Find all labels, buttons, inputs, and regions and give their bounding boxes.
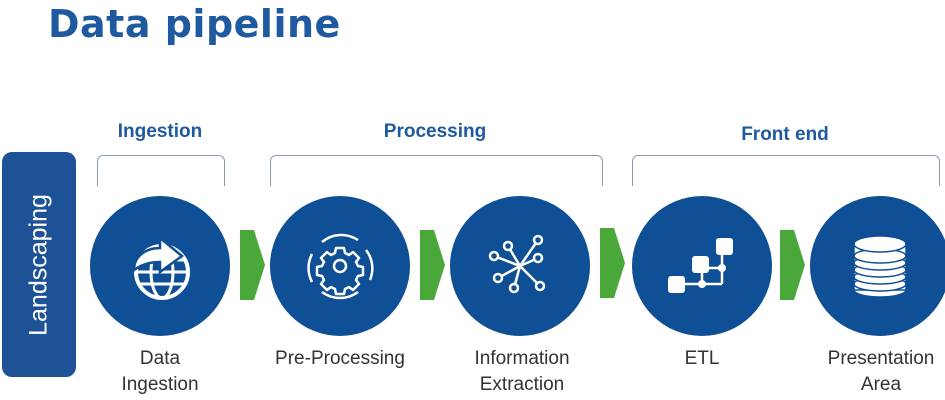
step-circle-information-extraction: [450, 196, 590, 336]
page-title: Data pipeline: [48, 2, 341, 46]
step-label-presentation-area: Presentation Area: [827, 348, 935, 395]
globe-arrow-icon: [132, 235, 190, 300]
landscaping-label: Landscaping: [24, 193, 53, 336]
gear-cycle-icon: [307, 233, 374, 300]
flow-arrow-3: [600, 228, 625, 298]
bracket-front-end: [632, 155, 940, 186]
database-icon: [853, 235, 907, 298]
step-label-data-ingestion: Data Ingestion: [121, 348, 199, 395]
step-label-information-extraction: Information Extraction: [474, 348, 570, 395]
flow-arrow-4: [780, 230, 805, 300]
step-label-pre-processing: Pre-Processing: [275, 348, 405, 369]
group-label-front-end: Front end: [741, 124, 829, 145]
step-circle-presentation-area: [810, 196, 945, 336]
network-nodes-icon: [488, 234, 546, 294]
step-circle-etl: [632, 196, 772, 336]
landscaping-sidebar: Landscaping: [2, 152, 76, 377]
step-circle-pre-processing: [270, 196, 410, 336]
step-label-etl: ETL: [684, 348, 720, 369]
bracket-ingestion: [97, 155, 225, 186]
group-label-processing: Processing: [383, 121, 487, 142]
flow-arrow-2: [420, 230, 445, 300]
flow-arrow-1: [240, 230, 265, 300]
bracket-processing: [270, 155, 603, 186]
group-label-ingestion: Ingestion: [117, 121, 203, 142]
step-circle-data-ingestion: [90, 196, 230, 336]
flow-blocks-icon: [668, 238, 733, 293]
